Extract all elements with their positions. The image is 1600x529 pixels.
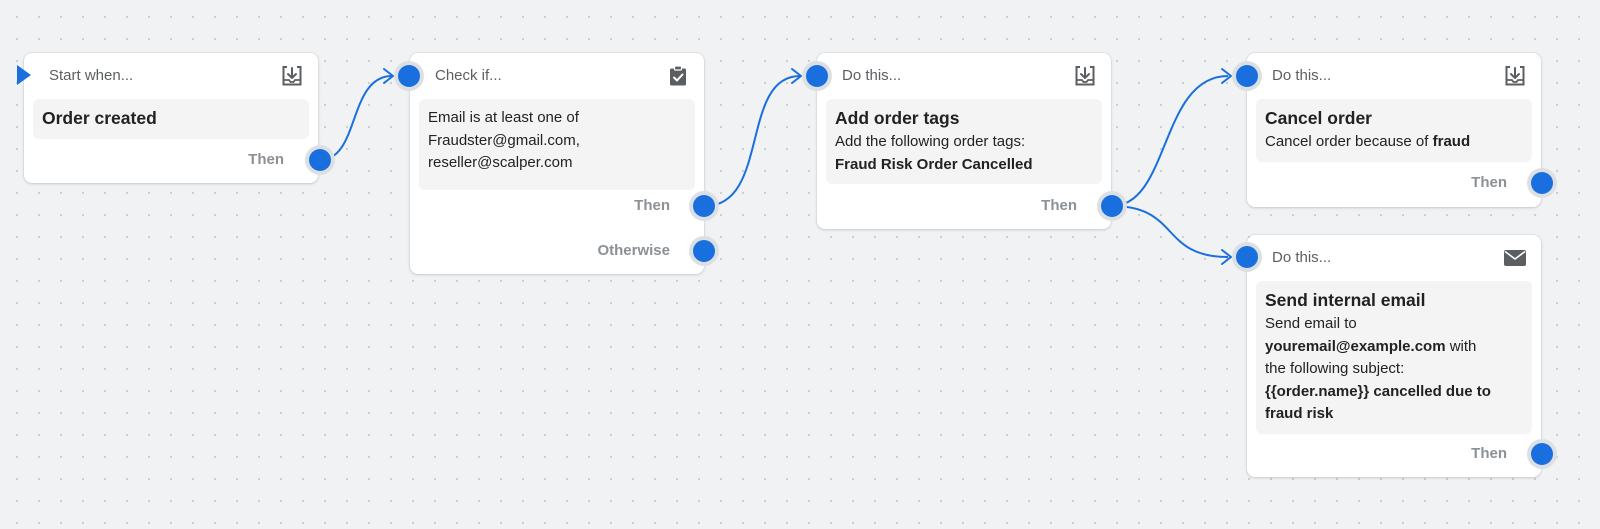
connector-tags-to-cancel xyxy=(1111,75,1229,207)
action-email-output-then-port[interactable] xyxy=(1531,443,1553,465)
action-cancel-reason: fraud xyxy=(1432,133,1471,150)
action-email-line1: Send email to xyxy=(1265,315,1357,332)
action-cancel-body: Cancel order Cancel order because of fra… xyxy=(1256,99,1532,162)
action-email-subject: {{order.name}} cancelled due to fraud ri… xyxy=(1265,382,1491,423)
action-cancel-heading: Cancel order xyxy=(1265,108,1372,128)
action-email-recipient: youremail@example.com xyxy=(1265,337,1446,355)
action-tags-heading: Add order tags xyxy=(835,108,960,128)
trigger-output-then-label: Then xyxy=(248,151,284,168)
trigger-node-body: Order created xyxy=(33,99,309,139)
condition-output-then-port[interactable] xyxy=(693,195,715,217)
trigger-node-event: Order created xyxy=(42,108,157,128)
action-tags-output-then-label: Then xyxy=(1041,197,1077,214)
connector-condition-to-tags xyxy=(704,75,801,207)
action-email-header: Do this... xyxy=(1247,235,1541,281)
action-email-body: Send internal email Send email to yourem… xyxy=(1256,281,1532,434)
action-node-add-order-tags[interactable]: Do this... Add order tags Add the follow… xyxy=(817,53,1111,229)
action-tags-description: Add the following order tags: xyxy=(835,133,1026,150)
action-email-input-port[interactable] xyxy=(1236,246,1258,268)
action-node-cancel-order[interactable]: Do this... Cancel order Cancel order bec… xyxy=(1247,53,1541,207)
action-cancel-output-then-port[interactable] xyxy=(1531,172,1553,194)
condition-node-header: Check if... xyxy=(410,53,704,99)
mail-icon xyxy=(1502,245,1528,271)
trigger-node-order-created[interactable]: Start when... Order created Then xyxy=(24,53,318,183)
action-email-output-then-label: Then xyxy=(1471,445,1507,462)
condition-input-port[interactable] xyxy=(398,65,420,87)
condition-node-body: Email is at least one of Fraudster@gmail… xyxy=(419,99,695,190)
condition-output-then-label: Then xyxy=(634,197,670,214)
download-icon xyxy=(1072,63,1098,89)
action-tags-output-then-port[interactable] xyxy=(1101,195,1123,217)
action-email-with: with xyxy=(1449,337,1477,355)
connector-tags-to-email xyxy=(1111,205,1229,258)
condition-node[interactable]: Check if... Email is at least one of Fra… xyxy=(410,53,704,274)
action-email-recipient-line: youremail@example.com with xyxy=(1265,336,1523,359)
clipboard-check-icon xyxy=(665,63,691,89)
action-cancel-output-then-label: Then xyxy=(1471,174,1507,191)
action-node-send-internal-email[interactable]: Do this... Send internal email Send emai… xyxy=(1247,235,1541,477)
connector-trigger-to-condition xyxy=(319,75,393,161)
action-cancel-description: Cancel order because of fraud xyxy=(1265,131,1523,154)
download-icon xyxy=(279,63,305,89)
action-tags-title: Do this... xyxy=(842,67,902,84)
action-email-heading: Send internal email xyxy=(1265,290,1426,310)
trigger-output-then-port[interactable] xyxy=(309,149,331,171)
start-entry-arrow xyxy=(17,65,31,85)
condition-node-title: Check if... xyxy=(435,67,502,84)
condition-output-otherwise-port[interactable] xyxy=(693,240,715,262)
action-email-title: Do this... xyxy=(1272,249,1332,266)
condition-output-otherwise-label: Otherwise xyxy=(597,242,670,259)
action-cancel-title: Do this... xyxy=(1272,67,1332,84)
action-tags-values: Fraud Risk Order Cancelled xyxy=(835,155,1033,173)
action-email-line3: the following subject: xyxy=(1265,360,1405,377)
condition-node-rule: Email is at least one of Fraudster@gmail… xyxy=(428,109,580,171)
action-cancel-header: Do this... xyxy=(1247,53,1541,99)
trigger-node-title: Start when... xyxy=(49,67,134,84)
action-tags-body: Add order tags Add the following order t… xyxy=(826,99,1102,184)
action-cancel-input-port[interactable] xyxy=(1236,65,1258,87)
action-tags-header: Do this... xyxy=(817,53,1111,99)
download-icon xyxy=(1502,63,1528,89)
trigger-node-header: Start when... xyxy=(24,53,318,99)
action-cancel-text: Cancel order because of xyxy=(1265,133,1429,150)
action-tags-input-port[interactable] xyxy=(806,65,828,87)
